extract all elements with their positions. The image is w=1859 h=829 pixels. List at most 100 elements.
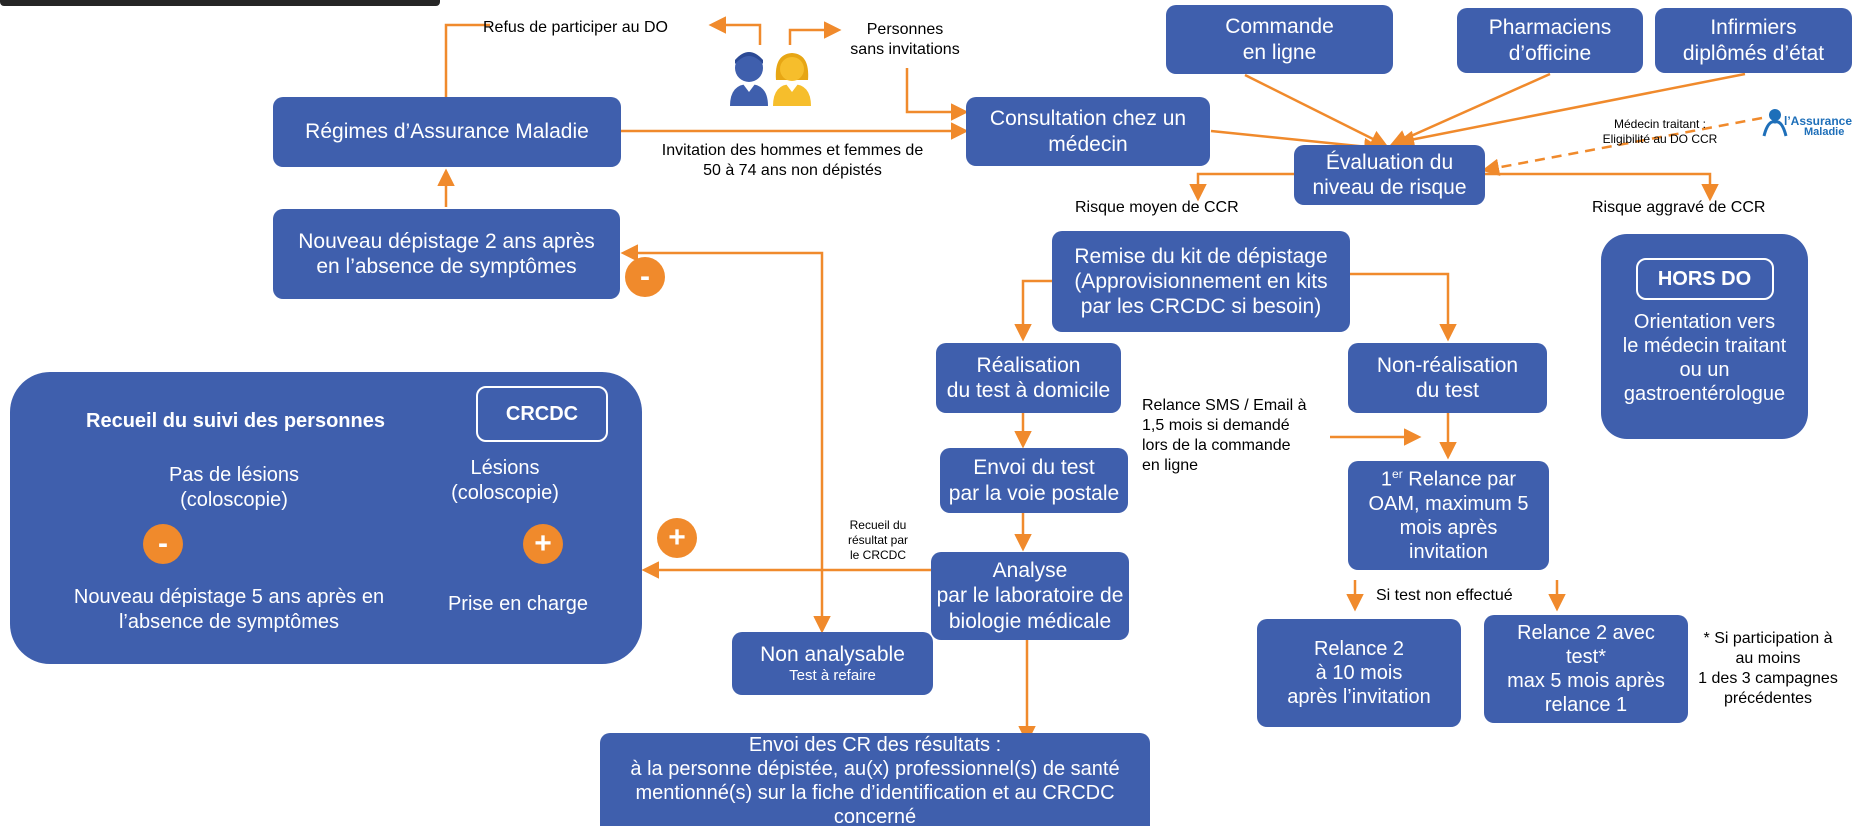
box-hors-do: HORS DO Orientation vers le médecin trai…: [1601, 234, 1808, 439]
box-infirmiers-l1: Infirmiers: [1710, 16, 1797, 40]
box-evaluation-l1: Évaluation du: [1325, 150, 1454, 174]
label-invitation-l1: Invitation des hommes et femmes de: [661, 142, 924, 159]
label-sms-l3: lors de la commande: [1142, 437, 1291, 454]
crcdc-tag-label: CRCDC: [505, 403, 579, 425]
plus-sign-lesions: +: [523, 524, 563, 564]
prise-en-charge: Prise en charge: [447, 593, 589, 615]
arrow-remise-nonrealisation: [1350, 272, 1457, 342]
panel-recueil: Recueil du suivi des personnes CRCDC Pas…: [10, 372, 642, 664]
box-envoi-test: Envoi du test par la voie postale: [940, 448, 1128, 513]
plus-sign-recueil: +: [657, 518, 697, 558]
lesions: Lésions (coloscopie): [420, 456, 590, 506]
box-analyse-l2: par le laboratoire de: [936, 584, 1124, 608]
box-commande-l2: en ligne: [1242, 40, 1317, 64]
box-nouveau2-l1: Nouveau dépistage 2 ans après: [298, 229, 595, 253]
label-note: * Si participation à au moins 1 des 3 ca…: [1693, 629, 1843, 709]
box-remise-kit: Remise du kit de dépistage (Approvisionn…: [1052, 231, 1350, 332]
assurance-maladie-logo: l’Assurance Maladie: [1762, 106, 1857, 146]
box-regimes: Régimes d’Assurance Maladie: [273, 97, 621, 167]
assurance-logo-l2: Maladie: [1804, 126, 1845, 138]
label-sans-l1: Personnes: [866, 21, 944, 38]
label-sms-l2: 1,5 mois si demandé: [1142, 417, 1290, 434]
box-relance2: Relance 2 à 10 mois après l’invitation: [1257, 619, 1461, 727]
hors-do-tag: HORS DO: [1635, 258, 1774, 300]
hors-do-tag-label: HORS DO: [1657, 268, 1752, 290]
box-relance1-l1: 1er Relance par: [1381, 467, 1516, 492]
box-nouveau-2ans: Nouveau dépistage 2 ans après en l’absen…: [273, 209, 620, 299]
label-invitation-l2: 50 à 74 ans non dépistés: [703, 162, 882, 179]
box-commande: Commande en ligne: [1166, 5, 1393, 74]
label-recueil-l2: résultat par: [847, 533, 909, 547]
arrow-regimes-refus: [444, 23, 490, 97]
minus-sign-pas-lesions: -: [143, 524, 183, 564]
assurance-emblem-icon: [1762, 109, 1788, 137]
arrow-sans-consultation: [905, 68, 969, 121]
arrow-evaluation-moyen: [1189, 172, 1294, 202]
label-recueil-l1: Recueil du: [849, 518, 907, 532]
recueil-title: Recueil du suivi des personnes: [86, 410, 385, 432]
crcdc-tag: CRCDC: [476, 386, 608, 442]
box-remise-l3: par les CRCDC si besoin): [1080, 295, 1322, 319]
assurance-logo-l1: l’Assurance: [1784, 114, 1853, 128]
box-nonanalysable-l2: Test à refaire: [789, 667, 876, 685]
label-recueil-l3: le CRCDC: [849, 548, 906, 562]
arrow-man-refus: [708, 16, 762, 45]
box-nonrealisation-l2: du test: [1415, 379, 1480, 402]
label-note-l1: * Si participation à: [1703, 630, 1833, 647]
box-relance2-test: Relance 2 avec test* max 5 mois après re…: [1484, 615, 1688, 723]
box-infirmiers: Infirmiers diplômés d’état: [1655, 8, 1852, 73]
page-title-fragment: [0, 0, 440, 16]
box-consultation: Consultation chez un médecin: [966, 97, 1210, 166]
pas-lesions: Pas de lésions (coloscopie): [124, 463, 344, 513]
box-relance1-l4: invitation: [1409, 540, 1488, 563]
box-envoicr-l4: concerné: [833, 806, 917, 828]
nouveau5-l2: l’absence de symptômes: [118, 611, 340, 633]
relance1-text: Relance par: [1402, 468, 1517, 491]
box-relance2b-l2: test*: [1565, 646, 1607, 668]
box-pharmaciens-l1: Pharmaciens: [1488, 16, 1612, 40]
box-non-analysable: Non analysable Test à refaire: [732, 632, 933, 695]
box-horsdo-l4: gastroentérologue: [1623, 383, 1786, 405]
label-note-l2: au moins: [1735, 650, 1801, 667]
box-realisation-l2: du test à domicile: [946, 379, 1111, 402]
arrow-result-nouveau2: [620, 244, 824, 570]
pas-lesions-l1: Pas de lésions: [168, 464, 300, 486]
box-relance2b-l3: max 5 mois après: [1507, 670, 1665, 692]
arrow-infirmiers-evaluation: [1396, 72, 1746, 148]
nouveau-5ans: Nouveau dépistage 5 ans après en l’absen…: [54, 585, 404, 635]
box-evaluation-l2: niveau de risque: [1312, 176, 1467, 199]
box-envoicr-l1: Envoi des CR des résultats :: [748, 734, 1002, 756]
box-relance2-l1: Relance 2: [1313, 638, 1405, 660]
man-icon: [730, 52, 768, 106]
arrow-remise-realisation: [1014, 279, 1052, 342]
lesions-l2: (coloscopie): [451, 482, 559, 504]
box-nonanalysable-l1: Non analysable: [760, 642, 905, 666]
box-analyse: Analyse par le laboratoire de biologie m…: [931, 552, 1129, 640]
box-consultation-l1: Consultation chez un: [989, 107, 1187, 131]
box-envoicr-l2: à la personne dépistée, au(x) profession…: [630, 758, 1120, 780]
woman-icon: [773, 53, 811, 106]
box-horsdo-l1: Orientation vers: [1633, 311, 1776, 333]
lesions-l1: Lésions: [470, 457, 540, 479]
relance1-sup: er: [1392, 467, 1403, 482]
box-realisation: Réalisation du test à domicile: [936, 343, 1121, 413]
label-sms-l4: en ligne: [1142, 457, 1199, 474]
label-risque-aggrave: Risque aggravé de CCR: [1592, 199, 1766, 216]
label-medecin-traitant: Médecin traitant : Eligibilité au DO CCR: [1585, 117, 1735, 147]
box-relance1-l2: OAM, maximum 5: [1368, 492, 1529, 515]
label-note-l3: 1 des 3 campagnes: [1698, 670, 1838, 687]
box-envoi-l1: Envoi du test: [973, 456, 1095, 480]
box-remise-l1: Remise du kit de dépistage: [1074, 244, 1328, 268]
label-refus: Refus de participer au DO: [483, 19, 668, 36]
label-sms-l1: Relance SMS / Email à: [1142, 397, 1307, 414]
arrow-evaluation-aggrave: [1485, 172, 1719, 202]
box-relance2b-l4: relance 1: [1544, 694, 1628, 716]
box-pharmaciens: Pharmaciens d’officine: [1457, 8, 1643, 73]
arrow-medecin-evaluation: [1481, 116, 1763, 177]
label-medecin-l2: Eligibilité au DO CCR: [1602, 132, 1718, 146]
box-commande-l1: Commande: [1225, 15, 1334, 39]
arrow-pharmaciens-evaluation: [1389, 72, 1551, 147]
label-risque-moyen: Risque moyen de CCR: [1075, 199, 1239, 216]
box-regimes-label: Régimes d’Assurance Maladie: [305, 120, 589, 144]
